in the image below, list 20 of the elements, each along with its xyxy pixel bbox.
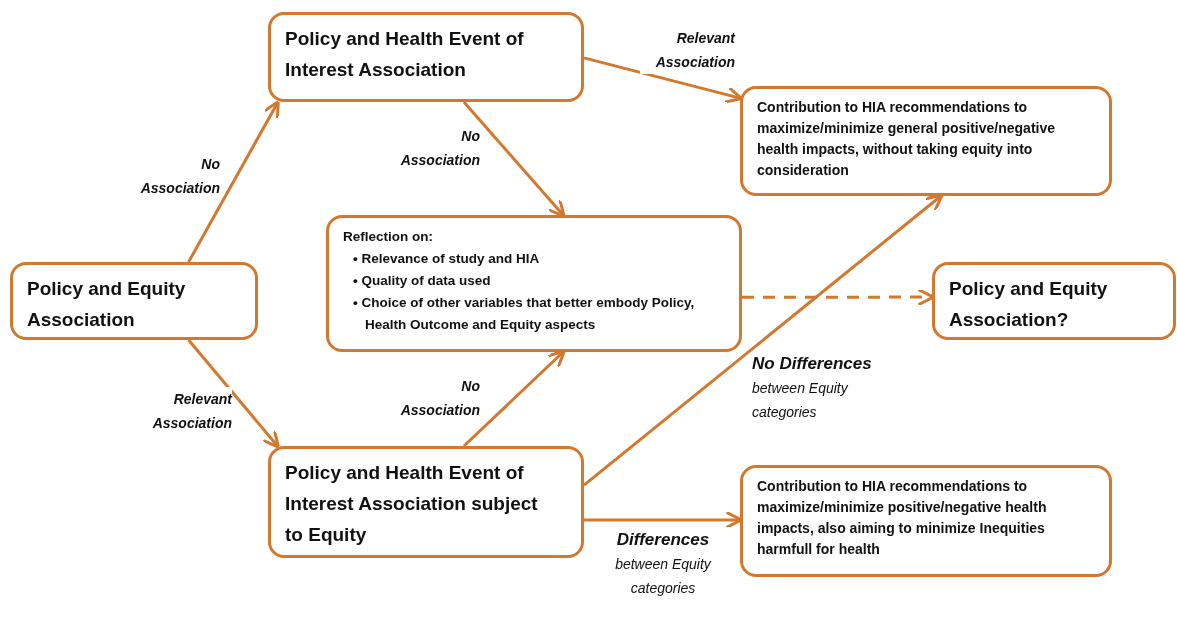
process-box [268,12,584,102]
box-text: Policy and Equity Association [27,277,187,332]
box-text: Policy and Health Event of Interest Association subject to Equity [285,461,539,547]
bullet-item: • Choice of other variables that better embody Policy, Health Outcome and Equity aspects [353,294,696,334]
arrow [187,100,280,263]
box-heading: Reflection on: [343,228,434,246]
process-box [740,465,1112,577]
box-text: Policy and Equity Association? [949,277,1109,332]
process-box [740,86,1112,196]
box-text: Contribution to HIA recommendations to maximize/minimize positive/negative health impacts, also aiming to minimize Inequities harmfull for health [757,477,1048,559]
process-box [268,446,584,558]
box-text: Policy and Health Event of Interest Association [285,27,525,82]
arrow [187,339,280,449]
process-box [326,215,742,352]
arrow [583,56,743,104]
process-box [932,262,1176,340]
bullet-item: • Quality of data used [353,272,492,290]
process-box [10,262,258,340]
bullet-item: • Relevance of study and HIA [353,250,541,268]
box-text: Contribution to HIA recommendations to maximize/minimize general positive/negative health impacts, without taking equity into consideration [757,98,1056,180]
